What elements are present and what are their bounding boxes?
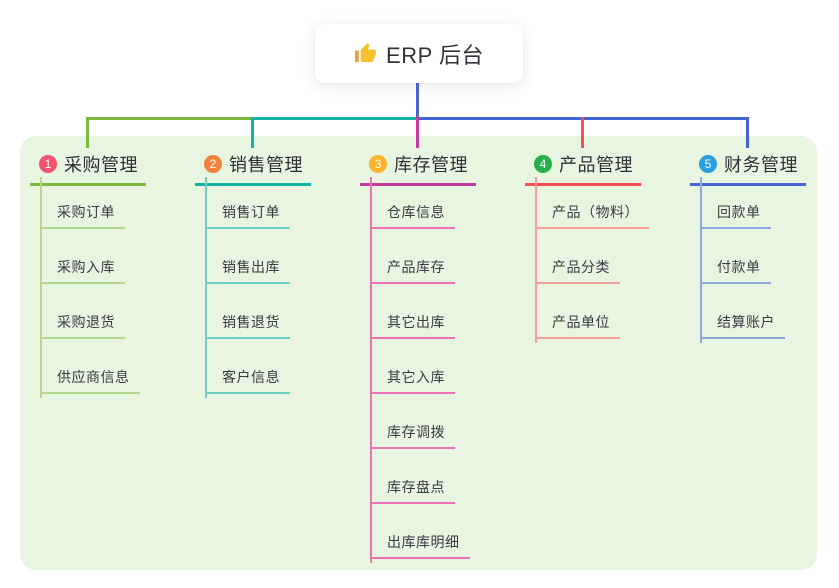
- child-node[interactable]: 采购入库: [40, 229, 140, 284]
- children-connector: [700, 177, 702, 343]
- branch-node[interactable]: 5 财务管理: [690, 148, 806, 186]
- branch-badge: 1: [39, 155, 57, 173]
- child-node[interactable]: 库存调拨: [370, 394, 470, 449]
- children-connector: [535, 177, 537, 343]
- child-node-label: 采购订单: [40, 202, 125, 229]
- root-stem-connector: [416, 83, 419, 120]
- children-connector: [40, 177, 42, 398]
- child-node[interactable]: 采购订单: [40, 174, 140, 229]
- child-node-label: 销售退货: [205, 312, 290, 339]
- child-node-label: 供应商信息: [40, 367, 140, 394]
- child-node-label: 产品单位: [535, 312, 620, 339]
- branch-node[interactable]: 1 采购管理: [30, 148, 146, 186]
- children-list: 回款单付款单结算账户: [700, 174, 785, 339]
- child-node[interactable]: 产品（物料）: [535, 174, 649, 229]
- child-node[interactable]: 销售出库: [205, 229, 290, 284]
- root-label: ERP 后台: [386, 42, 484, 68]
- child-node[interactable]: 回款单: [700, 174, 785, 229]
- connector-horizontal-branch1: [86, 117, 251, 120]
- branch-badge: 3: [369, 155, 387, 173]
- child-node-label: 产品分类: [535, 257, 620, 284]
- branch-label: 财务管理: [724, 155, 798, 175]
- child-node[interactable]: 产品单位: [535, 284, 649, 339]
- children-connector: [205, 177, 207, 398]
- child-node[interactable]: 销售订单: [205, 174, 290, 229]
- connector-drop-branch2: [251, 117, 254, 148]
- connector-horizontal-branch2: [251, 117, 416, 120]
- child-node-label: 客户信息: [205, 367, 290, 394]
- branch-badge: 5: [699, 155, 717, 173]
- children-list: 采购订单采购入库采购退货供应商信息: [40, 174, 140, 394]
- child-node[interactable]: 出库库明细: [370, 504, 470, 559]
- branch-sales: 2 销售管理 销售订单销售出库销售退货客户信息: [195, 148, 311, 398]
- branch-label: 采购管理: [64, 155, 138, 175]
- child-node-label: 产品库存: [370, 257, 455, 284]
- child-node[interactable]: 产品库存: [370, 229, 470, 284]
- child-node-label: 采购入库: [40, 257, 125, 284]
- child-node[interactable]: 库存盘点: [370, 449, 470, 504]
- root-node[interactable]: ERP 后台: [315, 24, 523, 83]
- branch-node[interactable]: 3 库存管理: [360, 148, 476, 186]
- branch-label: 库存管理: [394, 155, 468, 175]
- child-node-label: 出库库明细: [370, 532, 470, 559]
- connector-drop-branch5: [746, 117, 749, 148]
- child-node-label: 其它出库: [370, 312, 455, 339]
- child-node-label: 结算账户: [700, 312, 785, 339]
- child-node[interactable]: 仓库信息: [370, 174, 470, 229]
- child-node-label: 仓库信息: [370, 202, 455, 229]
- branch-badge: 2: [204, 155, 222, 173]
- branch-node[interactable]: 2 销售管理: [195, 148, 311, 186]
- branch-label: 销售管理: [229, 155, 303, 175]
- branch-product: 4 产品管理 产品（物料） 产品分类产品单位: [525, 148, 649, 343]
- children-connector: [370, 177, 372, 563]
- branch-label: 产品管理: [559, 155, 633, 175]
- child-node-label: 采购退货: [40, 312, 125, 339]
- child-node[interactable]: 其它出库: [370, 284, 470, 339]
- child-node-label: 库存调拨: [370, 422, 455, 449]
- child-node-label: 库存盘点: [370, 477, 455, 504]
- child-node-label: 回款单: [700, 202, 771, 229]
- children-list: 仓库信息产品库存其它出库其它入库库存调拨库存盘点出库库明细: [370, 174, 470, 559]
- thumbs-up-icon: [354, 42, 377, 65]
- child-node-label: 销售出库: [205, 257, 290, 284]
- child-node-label: 销售订单: [205, 202, 290, 229]
- branch-finance: 5 财务管理 回款单付款单结算账户: [690, 148, 806, 343]
- child-node[interactable]: 销售退货: [205, 284, 290, 339]
- children-list: 产品（物料） 产品分类产品单位: [535, 174, 649, 339]
- children-list: 销售订单销售出库销售退货客户信息: [205, 174, 290, 394]
- child-node[interactable]: 产品分类: [535, 229, 649, 284]
- connector-drop-branch4: [581, 117, 584, 148]
- branches-panel: [20, 136, 817, 570]
- child-node[interactable]: 结算账户: [700, 284, 785, 339]
- child-node[interactable]: 供应商信息: [40, 339, 140, 394]
- child-node-label: 付款单: [700, 257, 771, 284]
- child-node[interactable]: 付款单: [700, 229, 785, 284]
- connector-drop-branch3: [416, 117, 419, 148]
- child-node[interactable]: 其它入库: [370, 339, 470, 394]
- child-node-label: 其它入库: [370, 367, 455, 394]
- child-node-label: 产品（物料）: [535, 202, 649, 229]
- child-node[interactable]: 采购退货: [40, 284, 140, 339]
- branch-node[interactable]: 4 产品管理: [525, 148, 641, 186]
- connector-drop-branch1: [86, 117, 89, 148]
- branch-badge: 4: [534, 155, 552, 173]
- child-node[interactable]: 客户信息: [205, 339, 290, 394]
- branch-purchase: 1 采购管理 采购订单采购入库采购退货供应商信息: [30, 148, 146, 398]
- branch-inventory: 3 库存管理 仓库信息产品库存其它出库其它入库库存调拨库存盘点出库库明细: [360, 148, 476, 563]
